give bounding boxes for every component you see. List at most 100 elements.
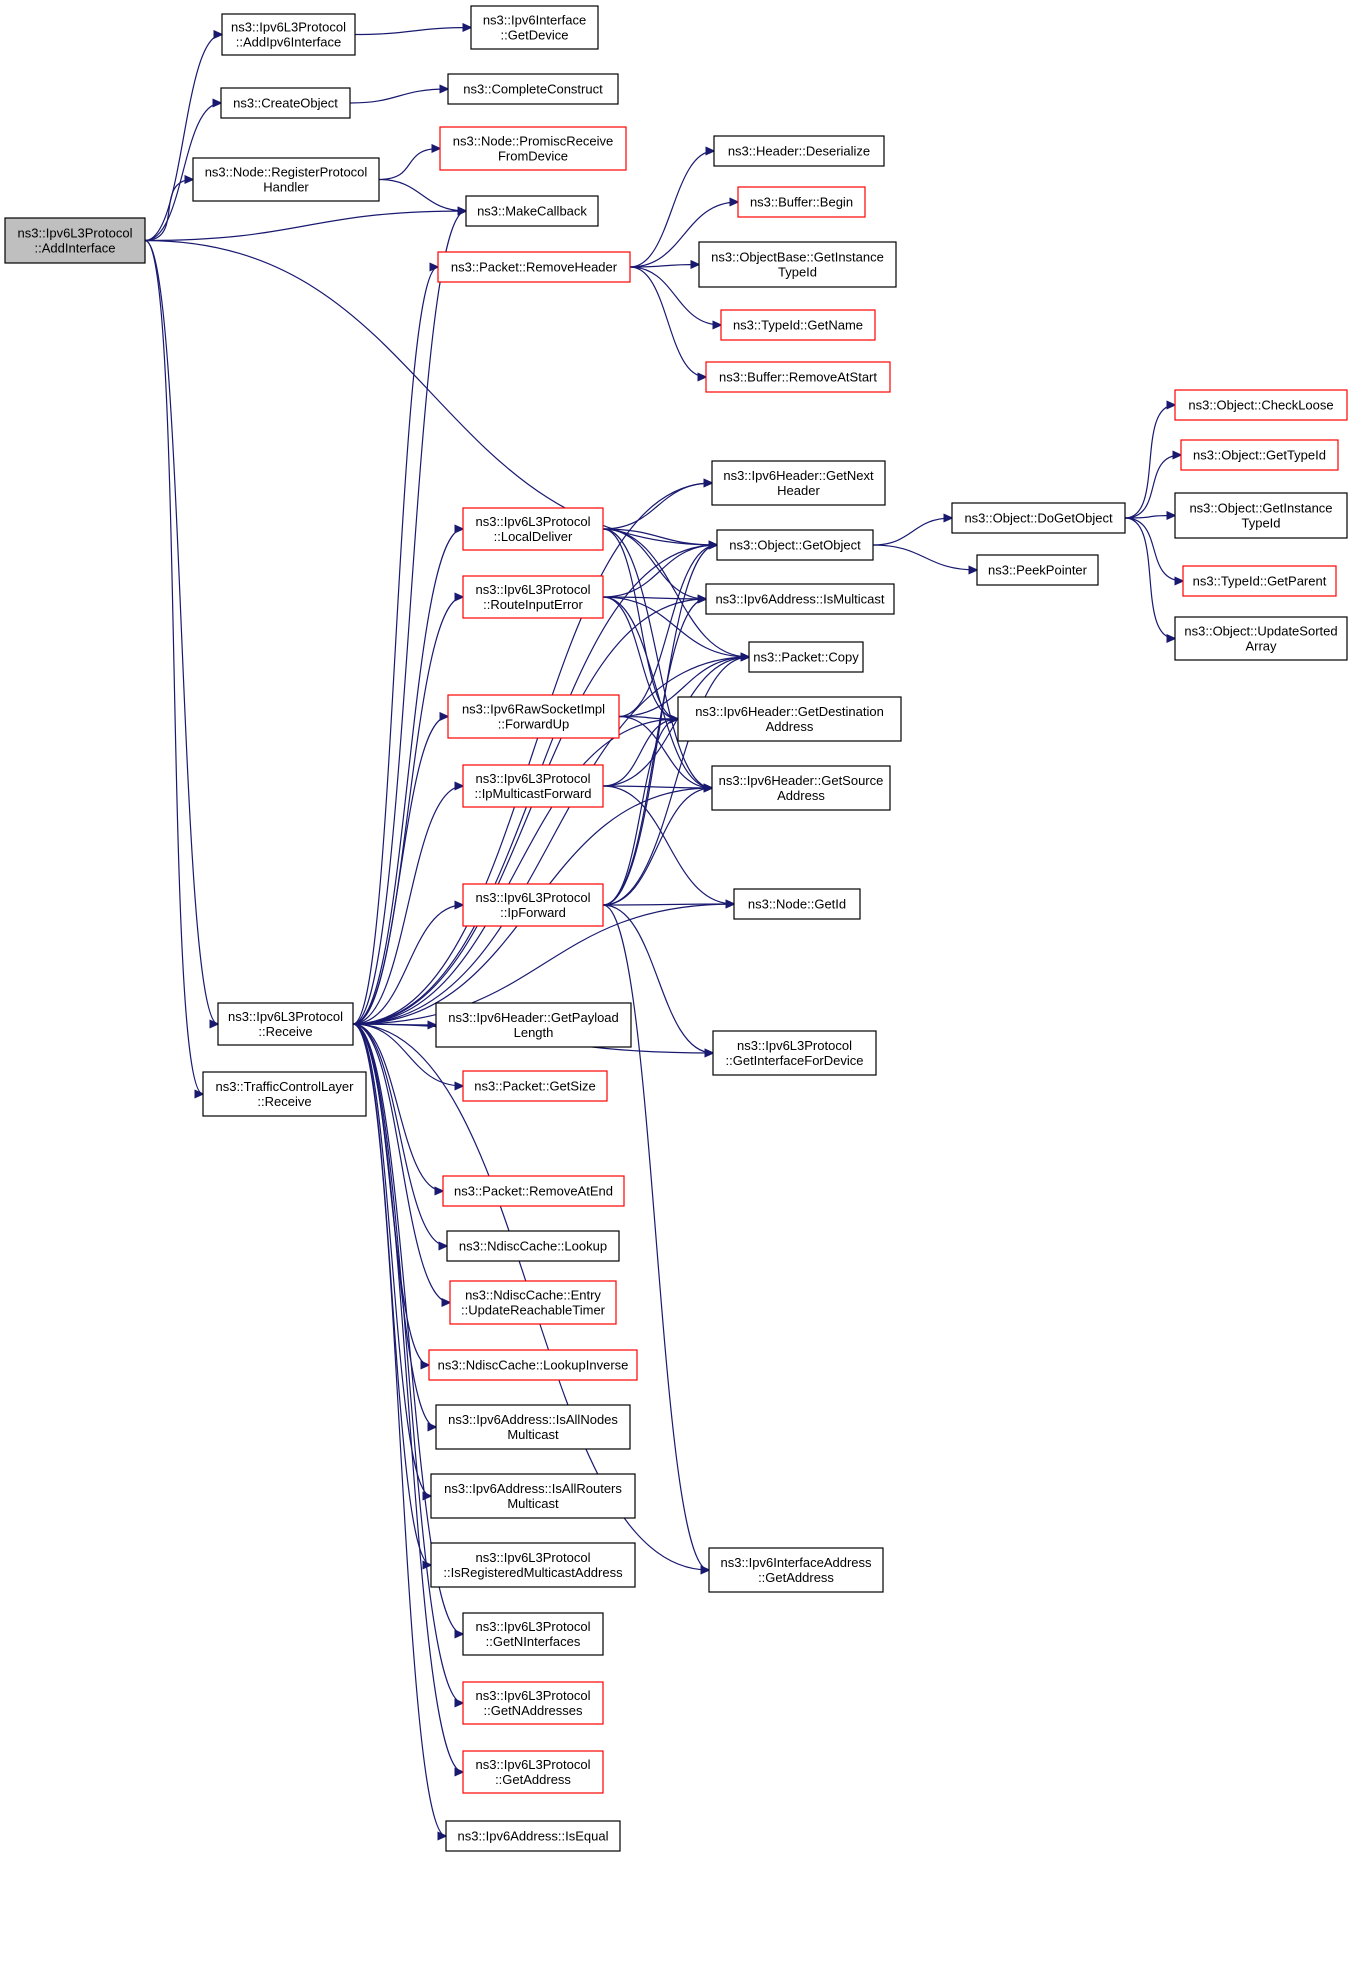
node-box[interactable] bbox=[711, 460, 886, 506]
node-box[interactable] bbox=[437, 251, 631, 283]
node-ndisc-lookup[interactable]: ns3::NdiscCache::Lookup bbox=[446, 1230, 620, 1262]
node-box[interactable] bbox=[430, 1542, 636, 1588]
node-node-get-id[interactable]: ns3::Node::GetId bbox=[733, 888, 861, 920]
node-box[interactable] bbox=[708, 1547, 884, 1593]
node-add-ipv6-interface[interactable]: ns3::Ipv6L3Protocol::AddIpv6Interface bbox=[221, 13, 356, 56]
node-packet-copy[interactable]: ns3::Packet::Copy bbox=[748, 641, 864, 673]
node-box[interactable] bbox=[449, 1280, 617, 1325]
node-box[interactable] bbox=[462, 1612, 604, 1656]
node-box[interactable] bbox=[1182, 565, 1337, 597]
node-peek-pointer[interactable]: ns3::PeekPointer bbox=[976, 554, 1099, 586]
node-box[interactable] bbox=[439, 126, 627, 171]
node-box[interactable] bbox=[976, 554, 1099, 586]
node-box[interactable] bbox=[442, 1175, 625, 1207]
node-box[interactable] bbox=[470, 5, 599, 50]
node-is-multicast[interactable]: ns3::Ipv6Address::IsMulticast bbox=[705, 583, 895, 615]
node-box[interactable] bbox=[447, 694, 620, 739]
node-route-input-error[interactable]: ns3::Ipv6L3Protocol::RouteInputError bbox=[462, 575, 604, 619]
node-is-registered-multicast-address[interactable]: ns3::Ipv6L3Protocol::IsRegisteredMultica… bbox=[430, 1542, 636, 1588]
node-box[interactable] bbox=[748, 641, 864, 673]
node-is-equal[interactable]: ns3::Ipv6Address::IsEqual bbox=[445, 1820, 621, 1852]
node-get-address[interactable]: ns3::Ipv6L3Protocol::GetAddress bbox=[462, 1750, 604, 1794]
node-ndisc-lookup-inverse[interactable]: ns3::NdiscCache::LookupInverse bbox=[428, 1349, 638, 1381]
node-box[interactable] bbox=[430, 1473, 636, 1519]
node-box[interactable] bbox=[698, 241, 897, 288]
node-object-do-get-object[interactable]: ns3::Object::DoGetObject bbox=[951, 502, 1126, 534]
node-object-get-type-id[interactable]: ns3::Object::GetTypeId bbox=[1180, 439, 1339, 471]
node-tc-receive[interactable]: ns3::TrafficControlLayer::Receive bbox=[202, 1071, 367, 1117]
node-box[interactable] bbox=[445, 1820, 621, 1852]
node-remove-at-end[interactable]: ns3::Packet::RemoveAtEnd bbox=[442, 1175, 625, 1207]
node-box[interactable] bbox=[435, 1404, 631, 1450]
node-box[interactable] bbox=[677, 696, 902, 742]
node-box[interactable] bbox=[220, 87, 351, 119]
node-box[interactable] bbox=[720, 309, 876, 341]
node-object-get-object[interactable]: ns3::Object::GetObject bbox=[716, 529, 874, 561]
node-get-ninterfaces[interactable]: ns3::Ipv6L3Protocol::GetNInterfaces bbox=[462, 1612, 604, 1656]
node-box[interactable] bbox=[1180, 439, 1339, 471]
node-type-id-get-parent[interactable]: ns3::TypeId::GetParent bbox=[1182, 565, 1337, 597]
node-box[interactable] bbox=[462, 575, 604, 619]
node-root[interactable]: ns3::Ipv6L3Protocol::AddInterface bbox=[4, 217, 146, 264]
node-buffer-remove-at-start[interactable]: ns3::Buffer::RemoveAtStart bbox=[705, 361, 891, 393]
node-get-naddresses[interactable]: ns3::Ipv6L3Protocol::GetNAddresses bbox=[462, 1681, 604, 1725]
node-box[interactable] bbox=[462, 764, 604, 808]
node-buffer-begin[interactable]: ns3::Buffer::Begin bbox=[737, 186, 866, 218]
node-remove-header[interactable]: ns3::Packet::RemoveHeader bbox=[437, 251, 631, 283]
node-box[interactable] bbox=[4, 217, 146, 264]
node-make-callback[interactable]: ns3::MakeCallback bbox=[465, 195, 599, 227]
node-box[interactable] bbox=[202, 1071, 367, 1117]
node-box[interactable] bbox=[951, 502, 1126, 534]
node-box[interactable] bbox=[737, 186, 866, 218]
node-box[interactable] bbox=[435, 1002, 632, 1048]
node-box[interactable] bbox=[465, 195, 599, 227]
node-box[interactable] bbox=[712, 1030, 877, 1076]
node-box[interactable] bbox=[447, 73, 619, 105]
node-ip-forward[interactable]: ns3::Ipv6L3Protocol::IpForward bbox=[462, 883, 604, 927]
node-box[interactable] bbox=[713, 135, 885, 167]
node-create-object[interactable]: ns3::CreateObject bbox=[220, 87, 351, 119]
node-packet-get-size[interactable]: ns3::Packet::GetSize bbox=[462, 1070, 608, 1102]
node-receive[interactable]: ns3::Ipv6L3Protocol::Receive bbox=[217, 1002, 354, 1046]
node-box[interactable] bbox=[705, 361, 891, 393]
node-header-deserialize[interactable]: ns3::Header::Deserialize bbox=[713, 135, 885, 167]
node-box[interactable] bbox=[462, 883, 604, 927]
node-iface-addr-get-address[interactable]: ns3::Ipv6InterfaceAddress::GetAddress bbox=[708, 1547, 884, 1593]
node-type-id-get-name[interactable]: ns3::TypeId::GetName bbox=[720, 309, 876, 341]
node-box[interactable] bbox=[446, 1230, 620, 1262]
node-box[interactable] bbox=[221, 13, 356, 56]
node-box[interactable] bbox=[711, 765, 891, 811]
node-box[interactable] bbox=[1174, 389, 1348, 421]
node-box[interactable] bbox=[192, 157, 380, 202]
node-object-check-loose[interactable]: ns3::Object::CheckLoose bbox=[1174, 389, 1348, 421]
node-box[interactable] bbox=[462, 1750, 604, 1794]
node-raw-forward-up[interactable]: ns3::Ipv6RawSocketImpl::ForwardUp bbox=[447, 694, 620, 739]
node-box[interactable] bbox=[733, 888, 861, 920]
node-get-interface-for-device[interactable]: ns3::Ipv6L3Protocol::GetInterfaceForDevi… bbox=[712, 1030, 877, 1076]
node-complete-construct[interactable]: ns3::CompleteConstruct bbox=[447, 73, 619, 105]
node-box[interactable] bbox=[462, 507, 604, 551]
node-update-reachable-timer[interactable]: ns3::NdiscCache::Entry::UpdateReachableT… bbox=[449, 1280, 617, 1325]
node-box[interactable] bbox=[705, 583, 895, 615]
node-iface-get-device[interactable]: ns3::Ipv6Interface::GetDevice bbox=[470, 5, 599, 50]
node-ip-multicast-forward[interactable]: ns3::Ipv6L3Protocol::IpMulticastForward bbox=[462, 764, 604, 808]
node-box[interactable] bbox=[716, 529, 874, 561]
node-box[interactable] bbox=[217, 1002, 354, 1046]
node-box[interactable] bbox=[428, 1349, 638, 1381]
node-box[interactable] bbox=[462, 1070, 608, 1102]
node-local-deliver[interactable]: ns3::Ipv6L3Protocol::LocalDeliver bbox=[462, 507, 604, 551]
node-box[interactable] bbox=[1174, 616, 1348, 661]
node-box[interactable] bbox=[462, 1681, 604, 1725]
node-box[interactable] bbox=[1174, 492, 1348, 539]
